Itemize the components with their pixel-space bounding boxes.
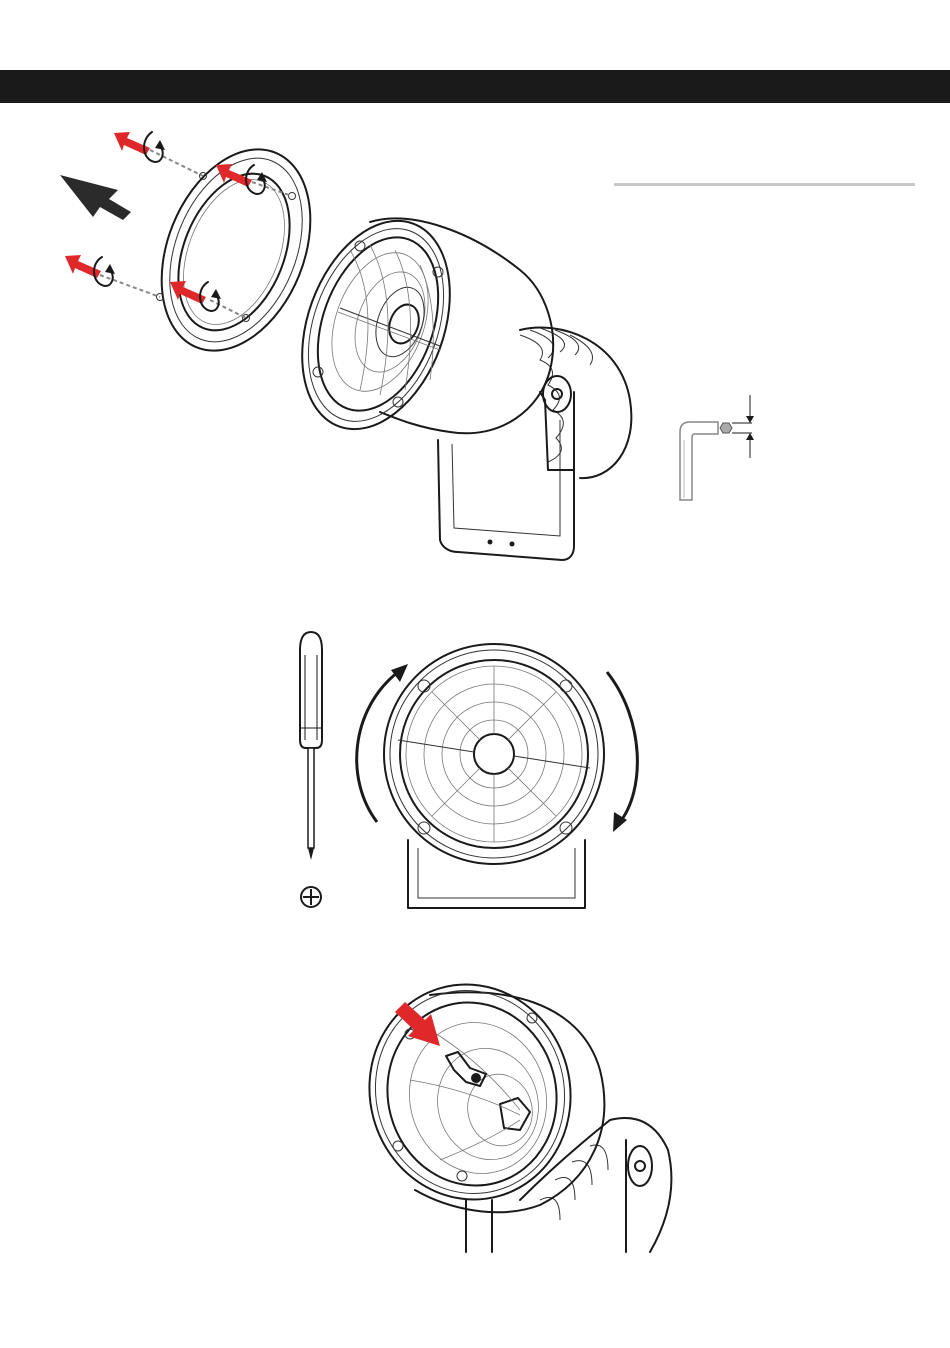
spotlight-opened [345, 962, 671, 1252]
phillips-screwdriver-icon [300, 632, 322, 860]
rotation-arrow-icon [607, 672, 637, 832]
figure-front-ring-removal [0, 110, 640, 580]
section-divider [614, 183, 915, 186]
figure-reflector-rotation [290, 625, 650, 915]
spotlight-body [275, 200, 631, 560]
spotlight-front-view [384, 644, 604, 908]
allen-key-icon [670, 392, 790, 512]
header-bar [0, 70, 950, 103]
large-direction-arrow-icon [60, 175, 131, 220]
phillips-symbol-icon [301, 887, 321, 907]
dimension-arrows-icon [732, 395, 754, 458]
red-arrow-icon [65, 255, 101, 278]
front-ring [134, 127, 339, 373]
figure-lamp-access [365, 980, 685, 1255]
